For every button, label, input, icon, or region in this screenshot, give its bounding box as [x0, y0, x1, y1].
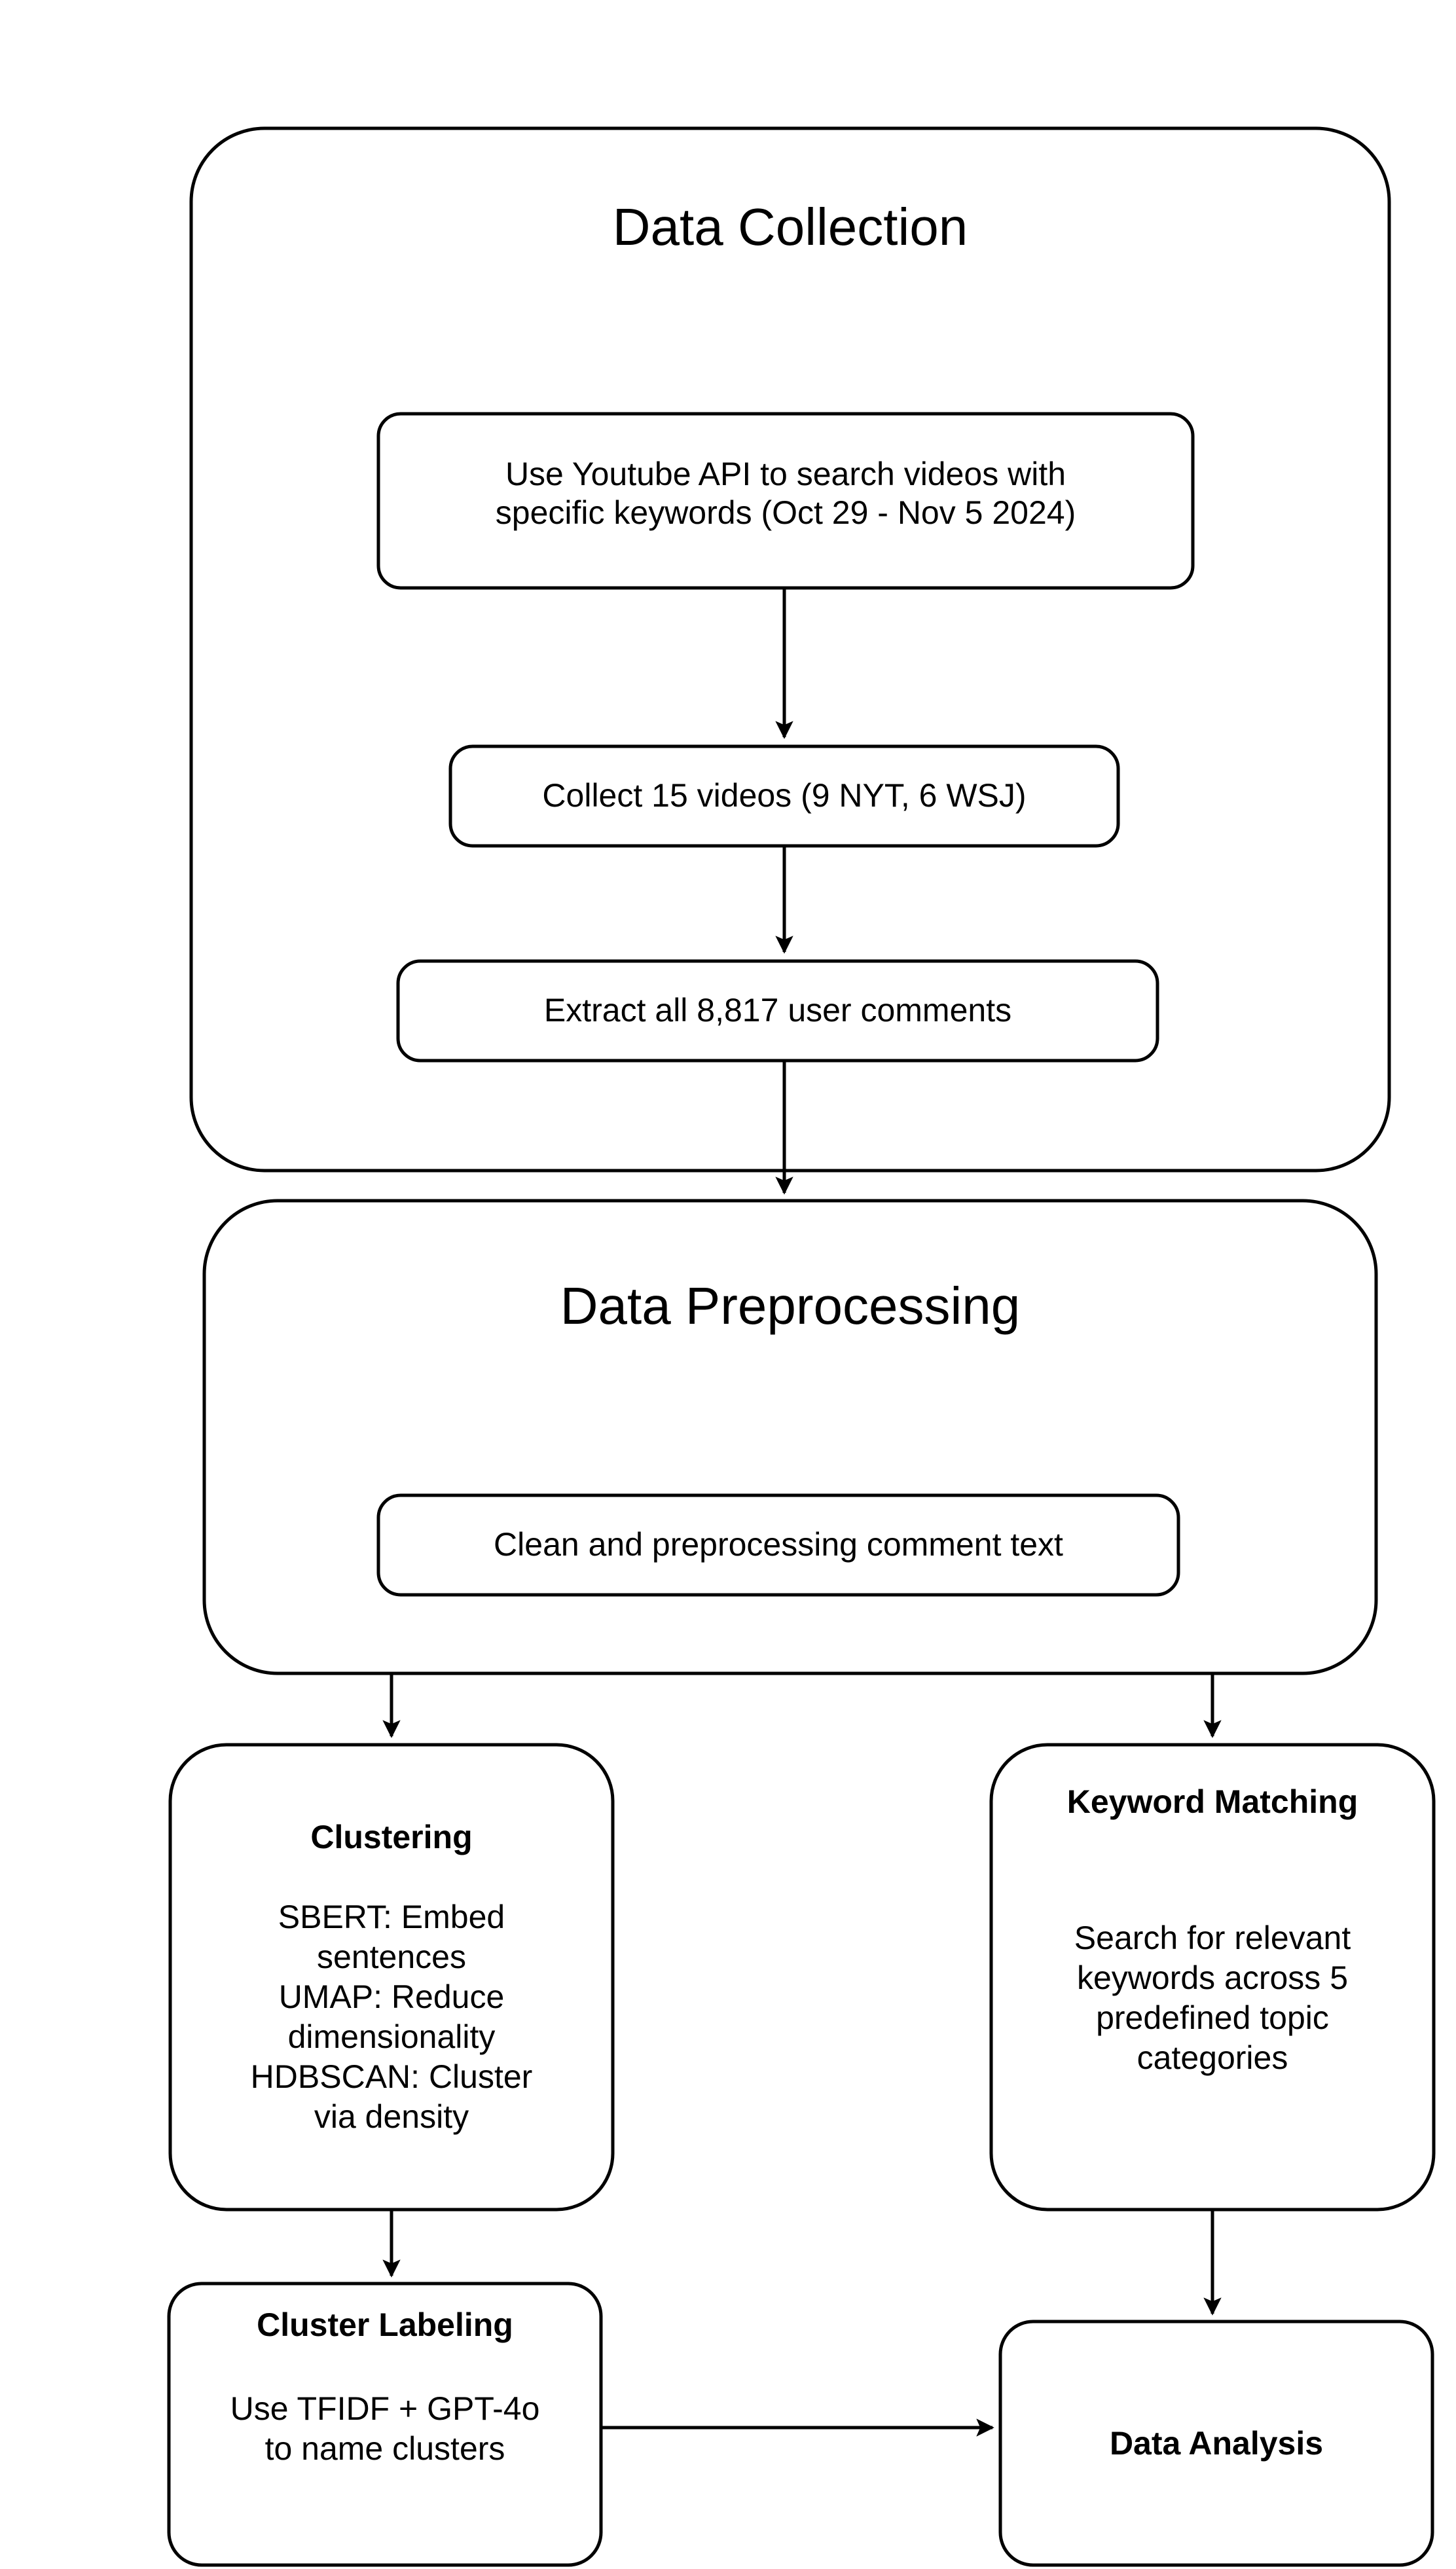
- node-box-cluster-labeling[interactable]: [167, 2282, 603, 2567]
- node-content-cluster-labeling: Cluster Labeling Use TFIDF + GPT-4o to n…: [169, 2284, 601, 2565]
- node-content-keyword-matching: Keyword Matching Search for relevant key…: [991, 1745, 1434, 2210]
- node-box-data-analysis[interactable]: [998, 2320, 1434, 2567]
- node-body-clustering: SBERT: Embed sentences UMAP: Reduce dime…: [250, 1898, 533, 2135]
- group-container-data-collection: [189, 126, 1391, 1173]
- group-container-data-preprocessing: [202, 1199, 1378, 1675]
- node-header-keyword-matching: Keyword Matching: [1066, 1783, 1358, 1820]
- node-box-extract-comments[interactable]: [396, 959, 1159, 1063]
- node-content-data-analysis: Data Analysis: [1000, 2322, 1432, 2565]
- node-header-data-analysis: Data Analysis: [1109, 2424, 1324, 2462]
- node-label-youtube-api: Use Youtube API to search videos with sp…: [495, 456, 1076, 531]
- node-header-clustering: Clustering: [310, 1818, 473, 1855]
- node-box-clean-text[interactable]: [376, 1493, 1180, 1597]
- node-header-cluster-labeling: Cluster Labeling: [257, 2306, 513, 2343]
- node-label-collect-videos: Collect 15 videos (9 NYT, 6 WSJ): [542, 777, 1027, 814]
- node-label-clean-text: Clean and preprocessing comment text: [494, 1526, 1063, 1563]
- node-body-cluster-labeling: Use TFIDF + GPT-4o to name clusters: [230, 2390, 540, 2467]
- group-title-data-preprocessing: Data Preprocessing: [560, 1277, 1021, 1335]
- node-body-keyword-matching: Search for relevant keywords across 5 pr…: [1074, 1920, 1351, 2076]
- group-title-data-collection: Data Collection: [612, 198, 968, 256]
- node-label-extract-comments: Extract all 8,817 user comments: [543, 992, 1012, 1029]
- node-content-clustering: Clustering SBERT: Embed sentences UMAP: …: [170, 1745, 613, 2210]
